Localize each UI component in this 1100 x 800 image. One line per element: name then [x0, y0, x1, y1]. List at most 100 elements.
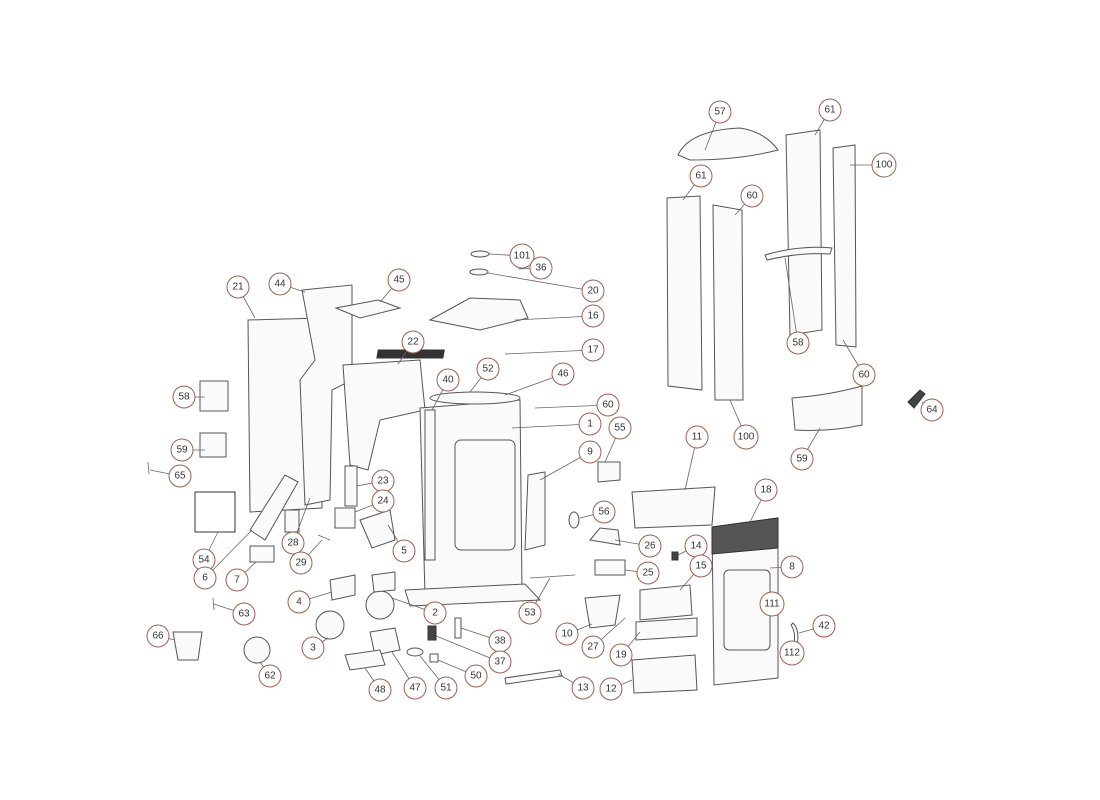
- callout-number: 38: [494, 636, 506, 647]
- callout-20: 20: [487, 272, 605, 303]
- callout-bubble: [225, 568, 249, 592]
- callout-10: 10: [555, 622, 593, 646]
- callout-number: 63: [238, 609, 250, 620]
- rail-13: [504, 669, 563, 685]
- plate-23: [344, 465, 358, 507]
- callout-number: 21: [232, 282, 244, 293]
- callout-number: 6: [202, 573, 208, 584]
- callout-number: 60: [858, 370, 870, 381]
- callout-bubble: [434, 676, 458, 700]
- callout-bubble: [464, 664, 488, 688]
- callout-number: 42: [818, 621, 830, 632]
- callout-number: 111: [764, 599, 780, 610]
- callout-number: 66: [152, 631, 164, 642]
- grille-12: [631, 654, 698, 694]
- callout-23: 23: [356, 469, 395, 493]
- callout-36: 36: [517, 256, 553, 280]
- ring-56: [568, 511, 580, 529]
- callout-number: 61: [695, 171, 707, 182]
- pin-65: [147, 461, 150, 475]
- parts: [147, 127, 926, 694]
- callout-1: 1: [511, 412, 602, 436]
- callout-12: 12: [599, 677, 633, 701]
- callout-66: 66: [146, 624, 176, 648]
- callout-bubble: [232, 602, 256, 626]
- callout-bubble: [733, 424, 759, 450]
- grid-45: [334, 299, 402, 319]
- plate-58-left: [199, 380, 229, 412]
- callout-112: 112: [779, 640, 805, 666]
- callout-number: 22: [407, 337, 419, 348]
- remote-64: [907, 389, 926, 409]
- callout-number: 17: [587, 345, 599, 356]
- callout-number: 27: [587, 642, 599, 653]
- callout-number: 10: [561, 629, 573, 640]
- callout-15: 15: [679, 554, 713, 591]
- callout-60: 60: [734, 184, 764, 216]
- callout-number: 54: [198, 555, 210, 566]
- grille-18: [711, 517, 779, 555]
- plate-28: [284, 509, 300, 533]
- callout-59: 59: [170, 438, 205, 462]
- callout-46: 46: [504, 362, 575, 396]
- callout-number: 20: [587, 286, 599, 297]
- clip-14: [671, 551, 679, 561]
- callout-bubble: [638, 534, 662, 558]
- callout-48: 48: [364, 667, 392, 702]
- callout-bubble: [368, 678, 392, 702]
- callout-bubble: [754, 478, 778, 502]
- callout-19: 19: [609, 631, 641, 667]
- callout-bubble: [689, 554, 713, 578]
- callout-bubble: [786, 331, 810, 355]
- callout-59: 59: [790, 427, 821, 471]
- callout-bubble: [529, 256, 553, 280]
- fan-2: [365, 590, 395, 620]
- callout-bubble: [289, 551, 313, 575]
- callout-14: 14: [677, 534, 708, 558]
- callout-bubble: [578, 412, 602, 436]
- callout-bubble: [476, 357, 500, 381]
- callout-50: 50: [437, 659, 488, 688]
- callout-54: 54: [192, 531, 219, 572]
- rod-53: [529, 574, 576, 579]
- board-47: [369, 627, 401, 656]
- callout-number: 12: [605, 684, 617, 695]
- motor-7: [249, 545, 275, 563]
- callout-number: 59: [176, 445, 188, 456]
- callout-3: 3: [301, 636, 329, 660]
- callout-bubble: [608, 416, 632, 440]
- callout-8: 8: [769, 555, 804, 579]
- callout-52: 52: [469, 357, 500, 393]
- callout-11: 11: [684, 425, 709, 491]
- panel-19: [635, 617, 698, 641]
- callout-26: 26: [614, 534, 662, 558]
- callout-number: 18: [760, 485, 772, 496]
- callout-bubble: [871, 152, 897, 178]
- callout-number: 64: [926, 405, 938, 416]
- callout-2: 2: [391, 597, 447, 625]
- callout-number: 9: [587, 447, 593, 458]
- knob-55: [597, 461, 621, 483]
- callout-number: 14: [690, 541, 702, 552]
- grille-54: [194, 491, 236, 533]
- callout-bubble: [708, 100, 732, 124]
- callout-24: 24: [354, 489, 395, 513]
- callout-bubble: [387, 268, 411, 292]
- callout-number: 112: [784, 648, 800, 659]
- callout-47: 47: [391, 651, 427, 700]
- callout-bubble: [551, 362, 575, 386]
- callout-number: 29: [295, 558, 307, 569]
- callout-16: 16: [514, 304, 605, 328]
- side-panel-61-left: [666, 195, 703, 391]
- callout-44: 44: [268, 272, 306, 296]
- callout-number: 100: [738, 432, 755, 443]
- callout-61: 61: [814, 98, 842, 136]
- callout-number: 1: [587, 419, 593, 430]
- callout-number: 57: [714, 107, 726, 118]
- callout-number: 59: [796, 454, 808, 465]
- callout-bubble: [268, 272, 292, 296]
- callout-bubble: [193, 566, 217, 590]
- callout-bubble: [571, 676, 595, 700]
- callout-number: 56: [598, 507, 610, 518]
- callout-number: 8: [789, 562, 795, 573]
